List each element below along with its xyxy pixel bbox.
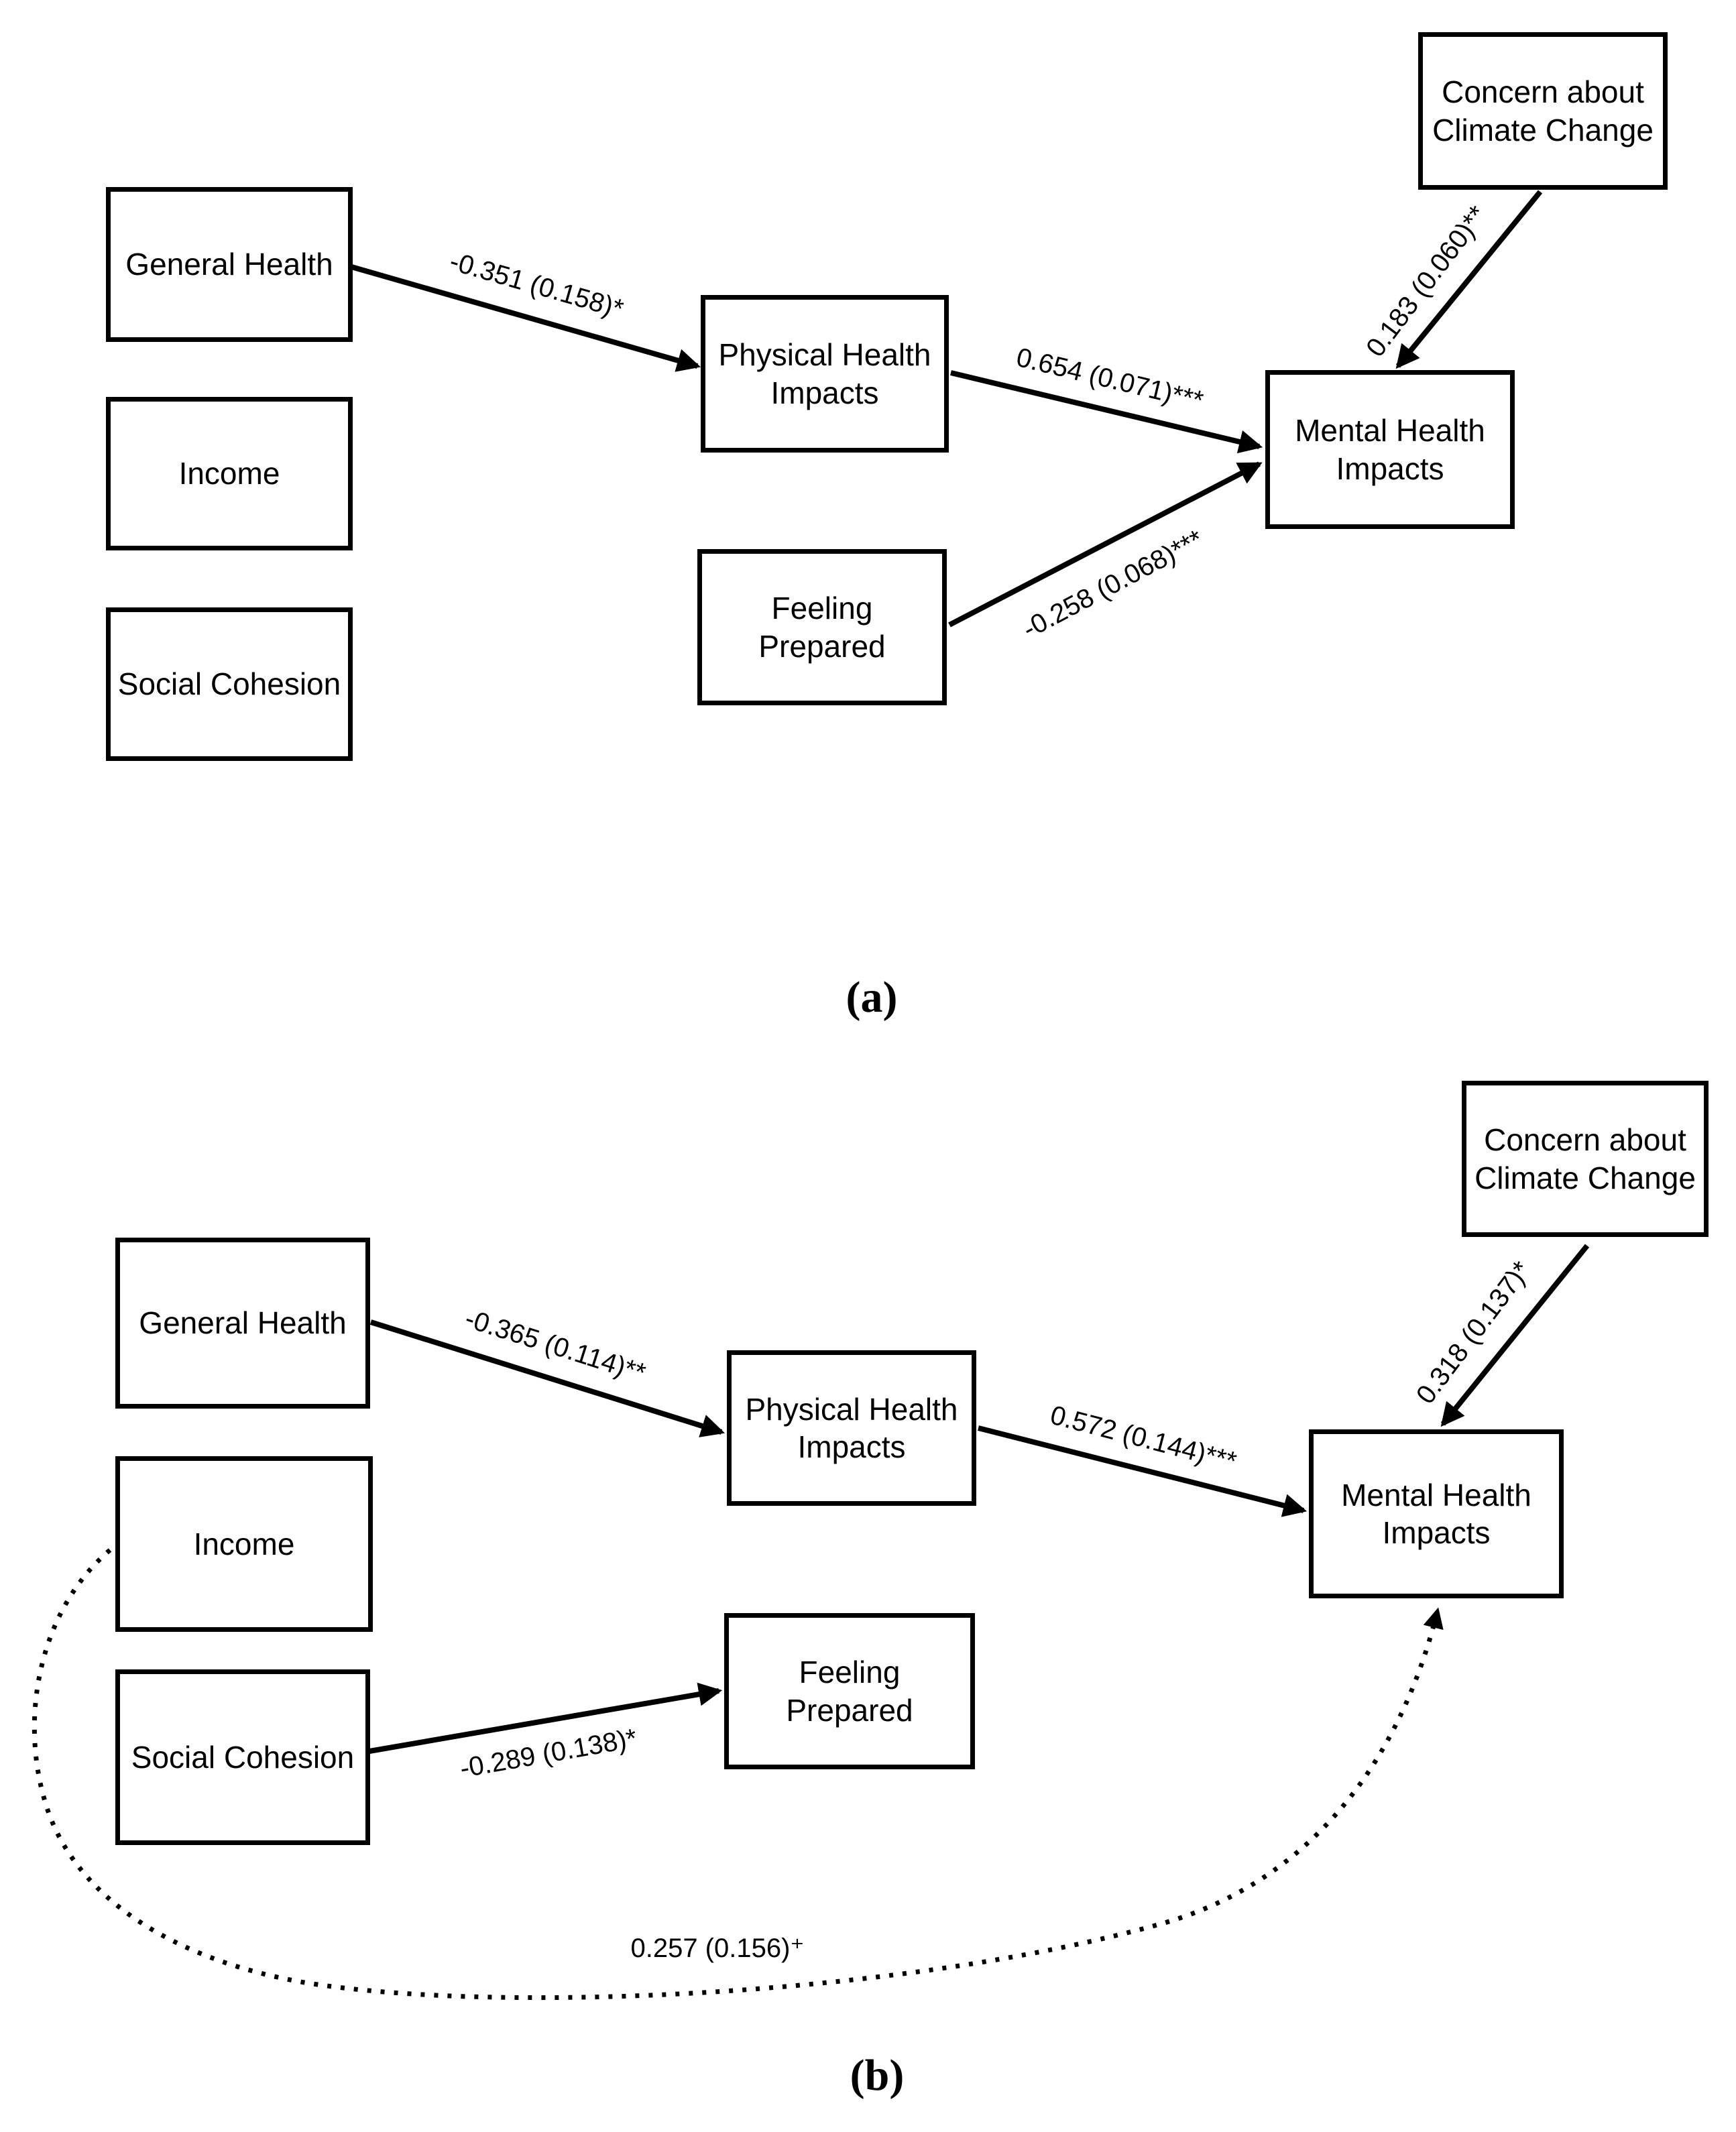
- node-a-general-health: General Health: [106, 187, 353, 342]
- node-label: Mental Health Impacts: [1295, 413, 1485, 486]
- node-label: General Health: [139, 1305, 347, 1341]
- arrow-a-feeling-prepared-to-mental: [948, 461, 1263, 628]
- node-a-social-cohesion: Social Cohesion: [106, 607, 353, 761]
- node-label: Concern about Climate Change: [1432, 74, 1654, 147]
- node-label: Feeling Prepared: [758, 591, 886, 664]
- node-label: General Health: [125, 247, 333, 282]
- coef-b-income-mental-covariance: 0.257 (0.156)⁺: [630, 1934, 805, 1963]
- node-b-mental-health-impacts: Mental Health Impacts: [1309, 1429, 1564, 1598]
- node-a-concern-climate: Concern about Climate Change: [1418, 32, 1668, 190]
- node-b-general-health: General Health: [115, 1238, 370, 1409]
- arrow-a-concern-to-mental: [1395, 190, 1543, 369]
- node-a-income: Income: [106, 397, 353, 550]
- node-label: Income: [193, 1526, 295, 1561]
- arrow-b-general-health-to-physical: [369, 1319, 726, 1437]
- caption-panel-a: (a): [846, 973, 898, 1022]
- node-b-concern-climate: Concern about Climate Change: [1462, 1081, 1709, 1237]
- arrow-a-physical-to-mental: [950, 370, 1263, 454]
- node-label: Feeling Prepared: [786, 1655, 913, 1728]
- node-a-physical-health-impacts: Physical Health Impacts: [701, 295, 949, 453]
- node-b-income: Income: [115, 1456, 373, 1632]
- node-label: Physical Health Impacts: [745, 1391, 958, 1464]
- node-label: Concern about Climate Change: [1474, 1122, 1696, 1195]
- caption-panel-b: (b): [850, 2051, 905, 2100]
- node-label: Social Cohesion: [117, 666, 341, 702]
- node-label: Income: [178, 456, 280, 491]
- node-label: Mental Health Impacts: [1341, 1477, 1531, 1550]
- arrow-b-social-cohesion-to-feeling-prepared: [369, 1682, 723, 1754]
- node-label: Social Cohesion: [131, 1739, 355, 1775]
- node-a-feeling-prepared: Feeling Prepared: [697, 549, 947, 705]
- node-b-social-cohesion: Social Cohesion: [115, 1669, 370, 1845]
- arrow-b-physical-to-mental: [978, 1425, 1308, 1517]
- arrow-a-general-health-to-physical: [350, 264, 701, 372]
- arrow-b-concern-to-mental: [1440, 1244, 1590, 1427]
- node-a-mental-health-impacts: Mental Health Impacts: [1265, 370, 1515, 529]
- node-b-physical-health-impacts: Physical Health Impacts: [727, 1350, 976, 1506]
- node-b-feeling-prepared: Feeling Prepared: [724, 1613, 975, 1769]
- node-label: Physical Health Impacts: [718, 337, 931, 410]
